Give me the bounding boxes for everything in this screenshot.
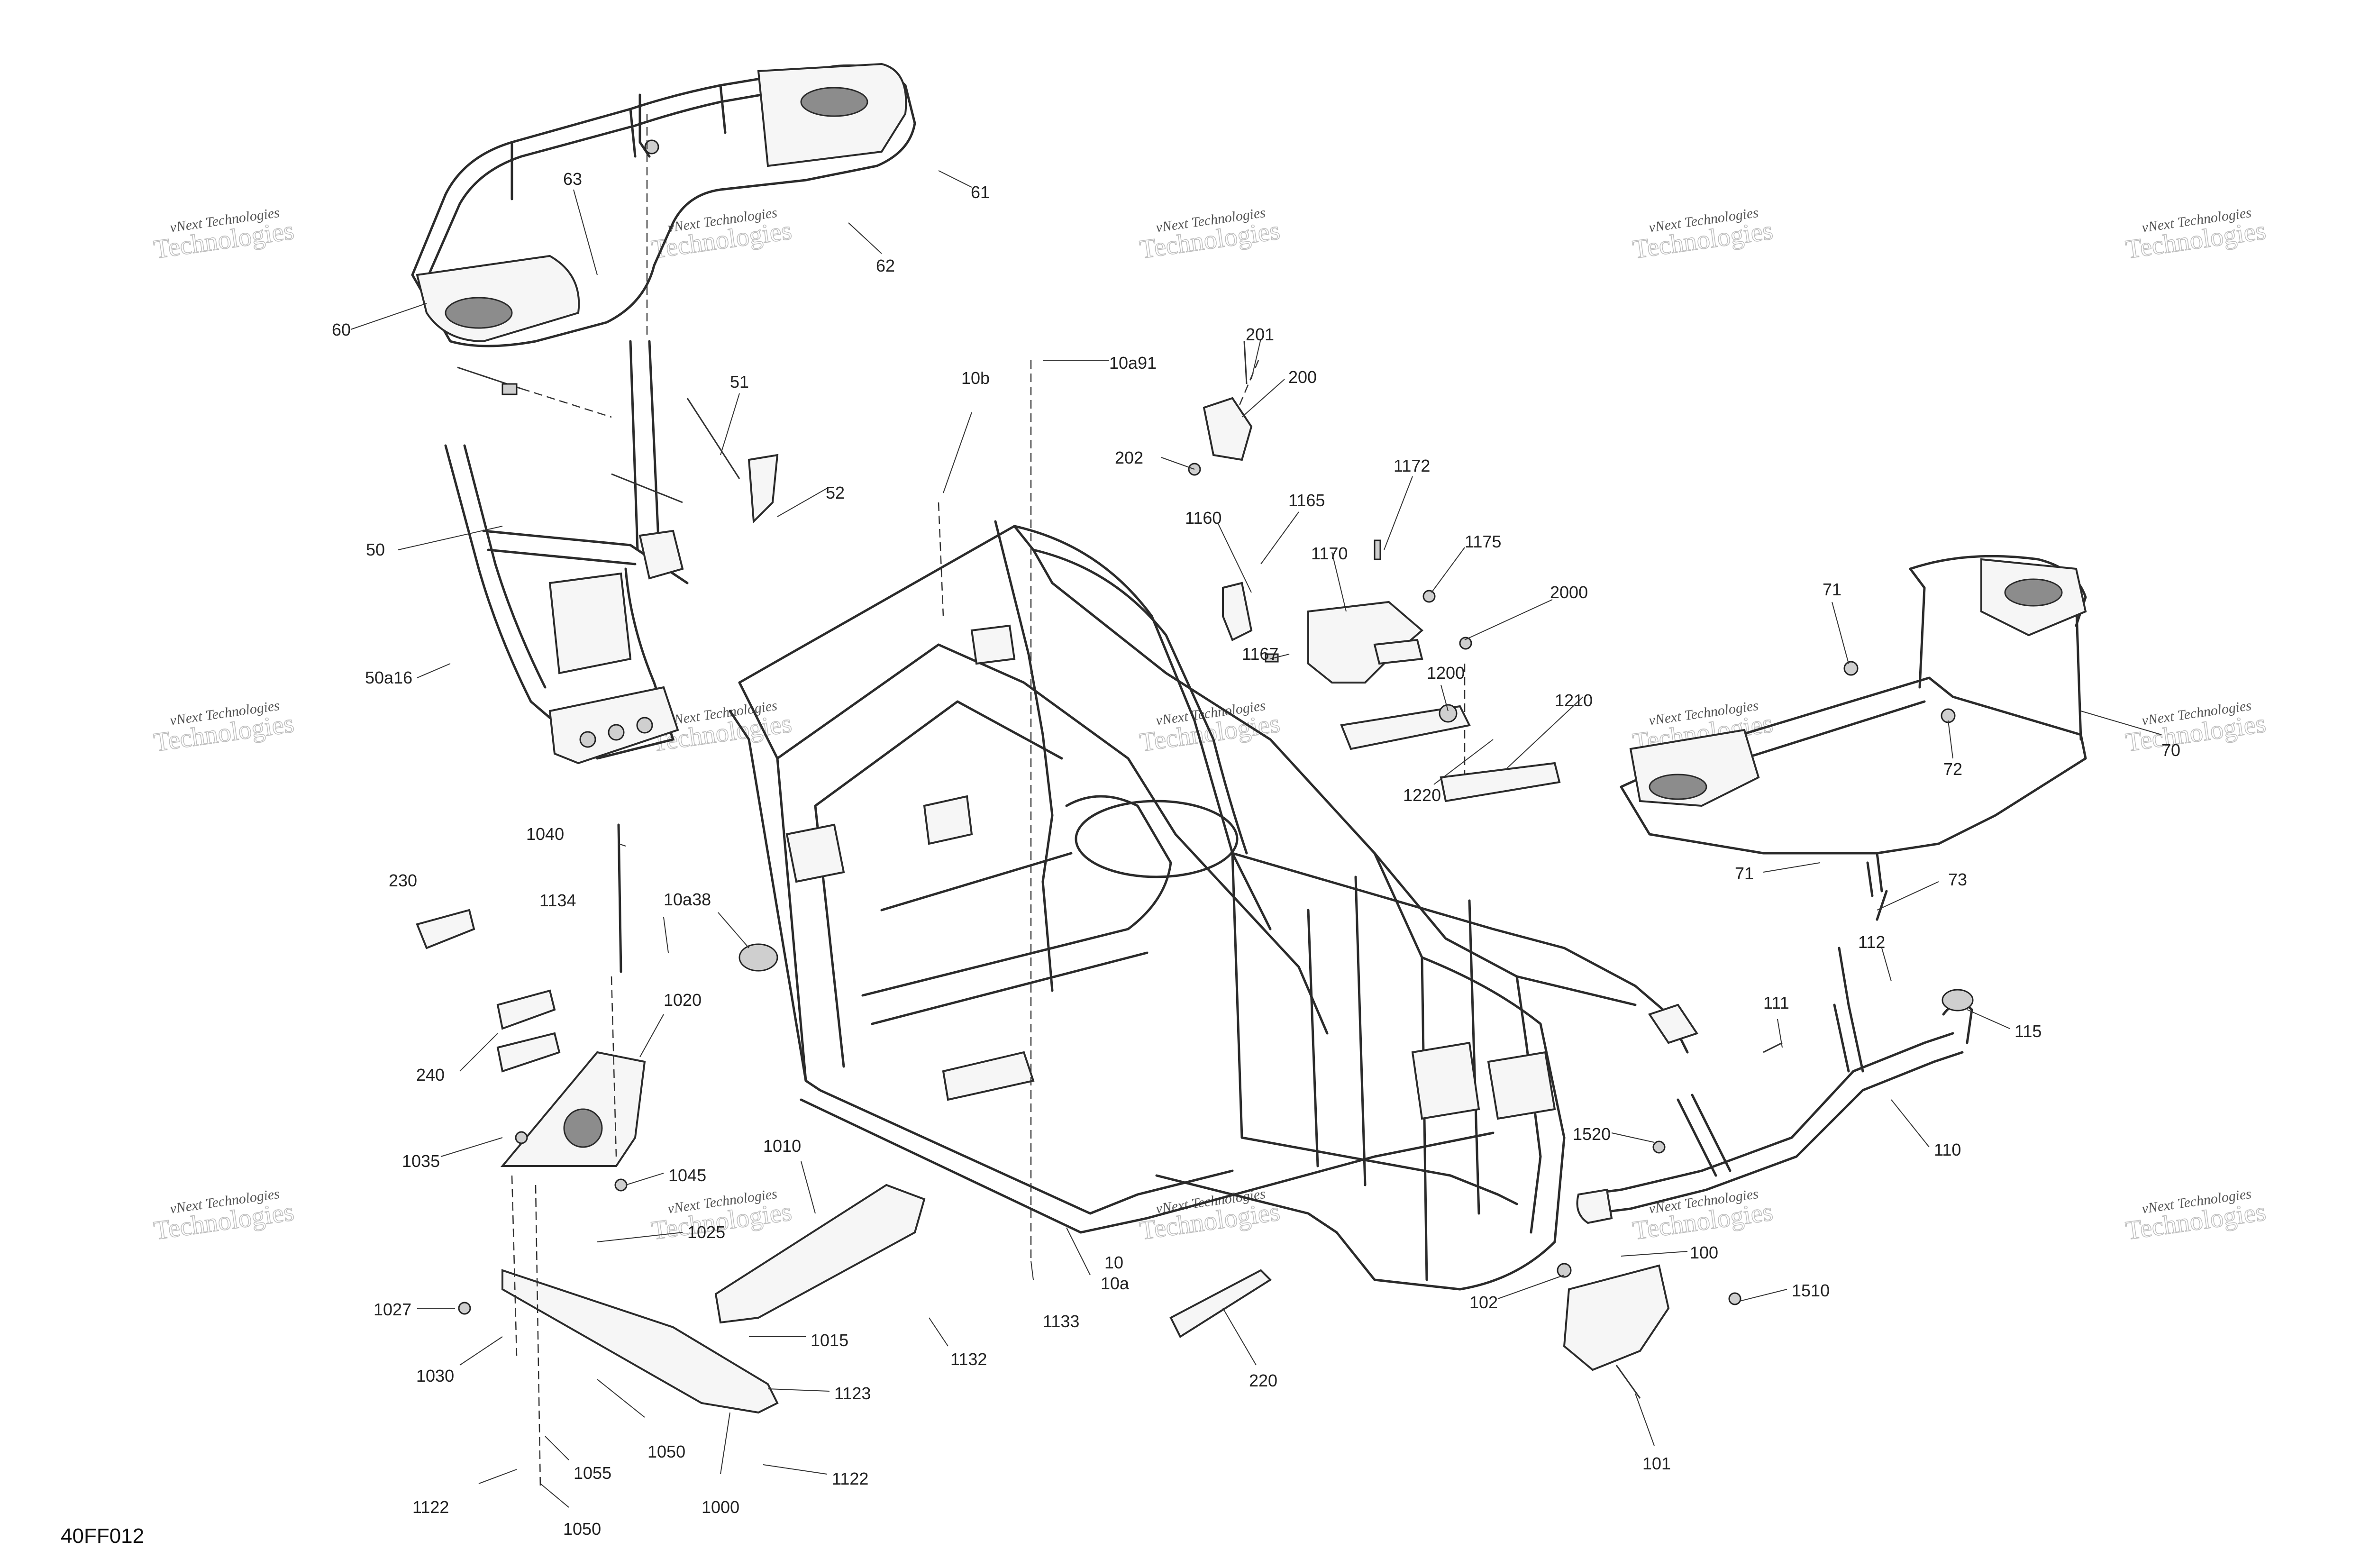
callout-label: 230 — [389, 871, 417, 890]
callout-label: 1520 — [1573, 1124, 1611, 1144]
callout-label: 50 — [366, 540, 385, 559]
front-bumper-drawing — [444, 340, 779, 765]
side-brackets-drawing — [1188, 341, 1561, 802]
callout-label: 1134 — [539, 891, 576, 910]
callout-label: 61 — [971, 182, 990, 202]
callout-label: 1122 — [412, 1497, 449, 1517]
callout-label: 1000 — [702, 1497, 739, 1517]
callout-label: 70 — [2161, 740, 2180, 760]
callout-label: 1122 — [832, 1469, 868, 1488]
callout-label: 62 — [876, 256, 895, 275]
watermark: vNext Technologies Technologies — [152, 698, 296, 758]
callout-label: 1027 — [374, 1300, 411, 1319]
callout-label: 202 — [1115, 448, 1143, 467]
callout-label: 10a — [1101, 1274, 1130, 1293]
callout-label: 100 — [1690, 1243, 1718, 1262]
callout-label: 1020 — [664, 990, 702, 1010]
callout-label: 220 — [1249, 1371, 1277, 1390]
callout-label: 110 — [1934, 1140, 1961, 1159]
rear-cargo-rack-drawing — [411, 63, 916, 347]
leader-lines — [350, 170, 2162, 1508]
callout-label: 60 — [332, 320, 351, 339]
callout-label: 1050 — [563, 1519, 601, 1539]
watermark: vNext Technologies Technologies — [152, 1186, 296, 1246]
callout-label: 115 — [2014, 1021, 2042, 1041]
callout-label: 200 — [1288, 367, 1317, 387]
callout-label: 111 — [1763, 993, 1789, 1012]
callout-label: 1133 — [1043, 1312, 1079, 1331]
watermark: vNext Technologies Technologies — [152, 205, 296, 265]
callout-label: 1045 — [668, 1166, 706, 1185]
callout-label: 1165 — [1288, 491, 1325, 510]
callout-label: 52 — [826, 483, 845, 502]
callout-label: 1025 — [687, 1222, 725, 1242]
callout-label: 63 — [563, 169, 582, 189]
callout-label: 1132 — [950, 1349, 987, 1369]
callout-label: 1160 — [1185, 508, 1221, 528]
callout-label: 240 — [416, 1065, 445, 1085]
callout-label: 1172 — [1394, 456, 1430, 475]
callout-label: 101 — [1642, 1454, 1671, 1473]
callout-labels: 60 61 62 63 51 52 50 50a16 10a91 10b 201… — [332, 169, 2180, 1539]
callout-label: 71 — [1735, 864, 1754, 883]
callout-label: 112 — [1858, 932, 1885, 952]
callout-label: 10a38 — [664, 890, 711, 909]
callout-label: 1167 — [1242, 644, 1278, 664]
watermark: vNext Technologies Technologies — [1631, 1186, 1775, 1246]
callout-label: 1015 — [811, 1331, 848, 1350]
callout-label: 1220 — [1403, 785, 1441, 805]
callout-label: 10b — [961, 368, 990, 388]
callout-label: 102 — [1469, 1293, 1498, 1312]
callout-label: 72 — [1943, 759, 1962, 779]
watermark: vNext Technologies Technologies — [2124, 205, 2268, 265]
watermarks: vNext Technologies Technologies vNext Te… — [152, 205, 2268, 1246]
callout-label: 10a91 — [1109, 353, 1157, 373]
callout-label: 73 — [1948, 870, 1967, 889]
watermark: vNext Technologies Technologies — [649, 205, 794, 265]
front-bumper-right-drawing — [1557, 947, 1974, 1399]
callout-label: 1210 — [1555, 691, 1593, 710]
callout-label: 1175 — [1465, 532, 1501, 551]
callout-label: 1030 — [416, 1366, 454, 1386]
drawing-number: 40FF012 — [61, 1524, 144, 1548]
watermark: vNext Technologies Technologies — [1631, 205, 1775, 265]
callout-label: 1040 — [526, 824, 564, 844]
rear-rack-right-drawing — [1620, 555, 2087, 921]
watermark: vNext Technologies Technologies — [1138, 205, 1282, 265]
callout-label: 1200 — [1427, 663, 1465, 683]
watermark: vNext Technologies Technologies — [2124, 698, 2268, 758]
callout-label: 2000 — [1550, 583, 1588, 602]
callout-label: 10 — [1104, 1253, 1123, 1272]
callout-label: 51 — [730, 372, 749, 392]
callout-label: 1055 — [574, 1463, 611, 1483]
callout-label: 1510 — [1792, 1281, 1830, 1300]
main-frame-drawing — [729, 360, 1699, 1291]
callout-label: 1010 — [763, 1136, 801, 1156]
callout-label: 1035 — [402, 1151, 440, 1171]
callout-label: 1170 — [1311, 544, 1348, 563]
callout-label: 71 — [1823, 580, 1841, 599]
watermark: vNext Technologies Technologies — [2124, 1186, 2268, 1246]
callout-label: 50a16 — [365, 668, 412, 687]
lower-skids-drawing — [416, 823, 1272, 1489]
callout-label: 1050 — [647, 1442, 685, 1461]
callout-label: 1123 — [834, 1384, 871, 1403]
callout-label: 201 — [1246, 325, 1274, 344]
